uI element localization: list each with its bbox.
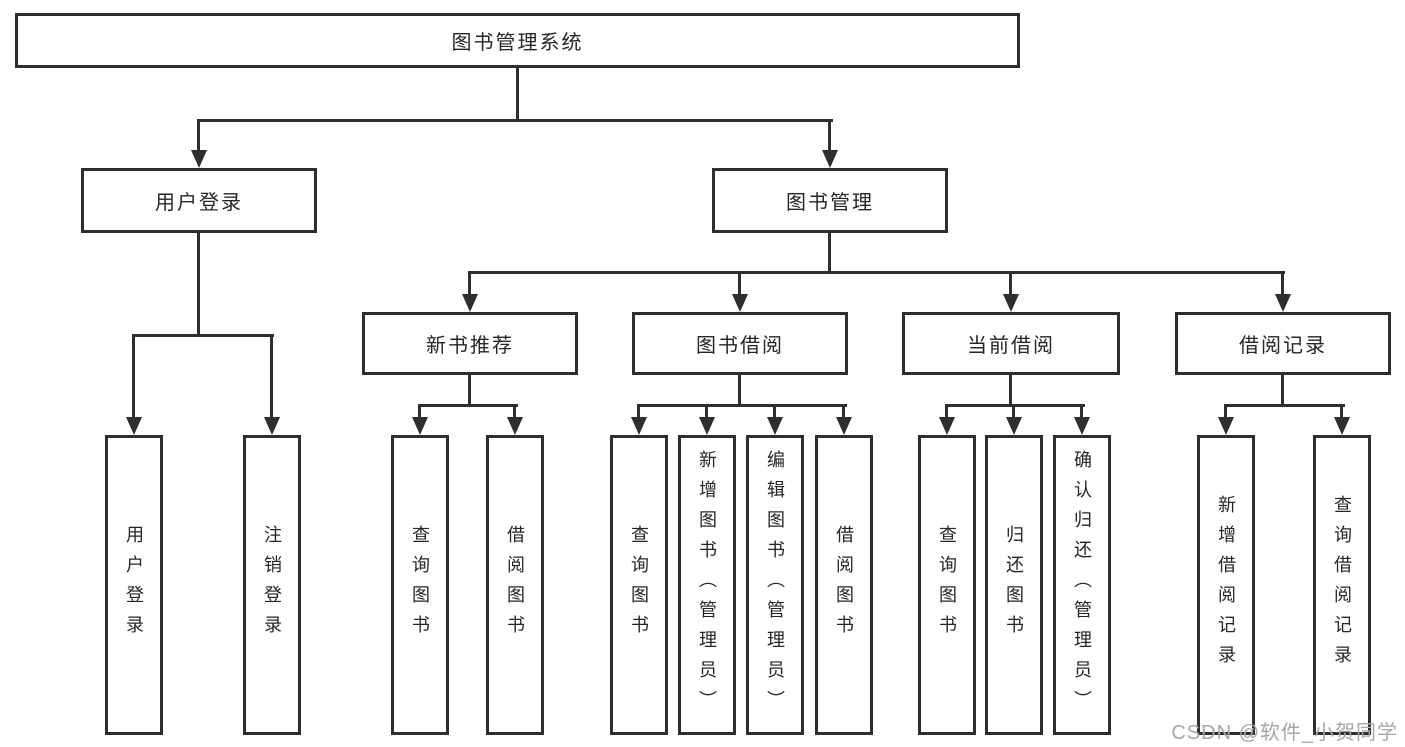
arrowhead-cur-return-books <box>1006 417 1022 435</box>
leaf-user-login: 用户登录 <box>105 435 163 735</box>
node-user-login: 用户登录 <box>81 168 317 233</box>
leaf-add-borrow-record-label: 新增借阅记录 <box>1216 495 1236 675</box>
arrowhead-bor-edit-books <box>767 417 783 435</box>
connector-borrow-records-bus <box>1224 404 1345 407</box>
arrowhead-cur-query-books <box>939 417 955 435</box>
connector-stem-book-mgmt <box>828 119 831 152</box>
leaf-cur-confirm-return-admin: 确认归还（管理员） <box>1053 435 1111 735</box>
leaf-bor-query-books: 查询图书 <box>610 435 668 735</box>
arrowhead-leaf-user-login <box>126 417 142 435</box>
node-new-book-rec: 新书推荐 <box>362 312 578 375</box>
connector-stem-rec-borrow-books <box>513 404 516 419</box>
connector-borrow-records-trunk <box>1281 375 1284 407</box>
connector-stem-borrow-records <box>1281 271 1284 297</box>
arrowhead-query-borrow-record <box>1334 417 1350 435</box>
leaf-rec-query-books: 查询图书 <box>391 435 449 735</box>
connector-new-book-rec-trunk <box>468 375 471 407</box>
leaf-rec-query-books-label: 查询图书 <box>410 525 430 645</box>
arrowhead-book-borrow <box>732 294 748 312</box>
connector-stem-bor-query-books <box>637 404 640 419</box>
leaf-bor-add-books-admin: 新增图书（管理员） <box>678 435 736 735</box>
node-root: 图书管理系统 <box>15 13 1020 68</box>
connector-stem-new-book-rec <box>468 271 471 297</box>
leaf-rec-borrow-books: 借阅图书 <box>486 435 544 735</box>
connector-stem-book-borrow <box>738 271 741 297</box>
arrowhead-add-borrow-record <box>1218 417 1234 435</box>
node-borrow-records-label: 借阅记录 <box>1239 335 1327 357</box>
connector-stem-rec-query-books <box>418 404 421 419</box>
leaf-cur-confirm-return-admin-label: 确认归还（管理员） <box>1072 450 1092 720</box>
leaf-add-borrow-record: 新增借阅记录 <box>1197 435 1255 735</box>
leaf-cur-return-books-label: 归还图书 <box>1004 525 1024 645</box>
node-current-borrow-label: 当前借阅 <box>967 335 1055 357</box>
connector-new-book-rec-bus <box>418 404 518 407</box>
connector-stem-query-borrow-record <box>1340 404 1343 419</box>
leaf-bor-query-books-label: 查询图书 <box>629 525 649 645</box>
connector-user-login-trunk <box>197 233 200 337</box>
leaf-cur-query-books: 查询图书 <box>918 435 976 735</box>
node-user-login-label: 用户登录 <box>155 192 243 214</box>
leaf-query-borrow-record: 查询借阅记录 <box>1313 435 1371 735</box>
arrowhead-rec-borrow-books <box>507 417 523 435</box>
connector-stem-cur-confirm-return <box>1080 404 1083 419</box>
node-current-borrow: 当前借阅 <box>902 312 1120 375</box>
leaf-logout: 注销登录 <box>243 435 301 735</box>
arrowhead-bor-add-books <box>699 417 715 435</box>
leaf-cur-return-books: 归还图书 <box>985 435 1043 735</box>
leaf-cur-query-books-label: 查询图书 <box>937 525 957 645</box>
connector-stem-add-borrow-record <box>1224 404 1227 419</box>
connector-book-mgmt-trunk <box>828 233 831 274</box>
arrowhead-book-mgmt <box>822 150 838 168</box>
node-borrow-records: 借阅记录 <box>1175 312 1391 375</box>
connector-stem-user-login <box>197 119 200 152</box>
connector-stem-cur-return-books <box>1012 404 1015 419</box>
node-root-label: 图书管理系统 <box>451 32 584 54</box>
arrowhead-bor-query-books <box>631 417 647 435</box>
connector-stem-bor-borrow-books <box>842 404 845 419</box>
leaf-rec-borrow-books-label: 借阅图书 <box>505 525 525 645</box>
arrowhead-new-book-rec <box>462 294 478 312</box>
connector-book-borrow-trunk <box>738 375 741 407</box>
leaf-logout-label: 注销登录 <box>262 525 282 645</box>
arrowhead-bor-borrow-books <box>836 417 852 435</box>
connector-book-mgmt-bus <box>468 271 1285 274</box>
arrowhead-leaf-logout <box>264 417 280 435</box>
connector-user-login-bus <box>132 334 274 337</box>
node-book-borrow: 图书借阅 <box>632 312 848 375</box>
connector-root-trunk <box>516 68 519 122</box>
connector-stem-leaf-logout <box>270 334 273 418</box>
leaf-bor-edit-books-admin-label: 编辑图书（管理员） <box>765 450 785 720</box>
connector-book-borrow-bus <box>637 404 847 407</box>
connector-stem-leaf-user-login <box>132 334 135 418</box>
arrowhead-cur-confirm-return <box>1074 417 1090 435</box>
leaf-bor-edit-books-admin: 编辑图书（管理员） <box>746 435 804 735</box>
node-new-book-rec-label: 新书推荐 <box>426 335 514 357</box>
connector-current-borrow-trunk <box>1009 375 1012 407</box>
connector-stem-bor-edit-books <box>773 404 776 419</box>
leaf-user-login-label: 用户登录 <box>124 525 144 645</box>
connector-stem-current-borrow <box>1009 271 1012 297</box>
arrowhead-borrow-records <box>1275 294 1291 312</box>
csdn-watermark: CSDN @软件_小贺同学 <box>1171 722 1398 744</box>
connector-current-borrow-bus <box>945 404 1085 407</box>
connector-stem-cur-query-books <box>945 404 948 419</box>
node-book-borrow-label: 图书借阅 <box>696 335 784 357</box>
leaf-bor-add-books-admin-label: 新增图书（管理员） <box>697 450 717 720</box>
arrowhead-user-login <box>191 150 207 168</box>
node-book-mgmt-label: 图书管理 <box>786 192 874 214</box>
leaf-bor-borrow-books-label: 借阅图书 <box>834 525 854 645</box>
connector-root-bus <box>197 119 833 122</box>
leaf-query-borrow-record-label: 查询借阅记录 <box>1332 495 1352 675</box>
node-book-mgmt: 图书管理 <box>712 168 948 233</box>
arrowhead-rec-query-books <box>412 417 428 435</box>
leaf-bor-borrow-books: 借阅图书 <box>815 435 873 735</box>
connector-stem-bor-add-books <box>705 404 708 419</box>
arrowhead-current-borrow <box>1003 294 1019 312</box>
